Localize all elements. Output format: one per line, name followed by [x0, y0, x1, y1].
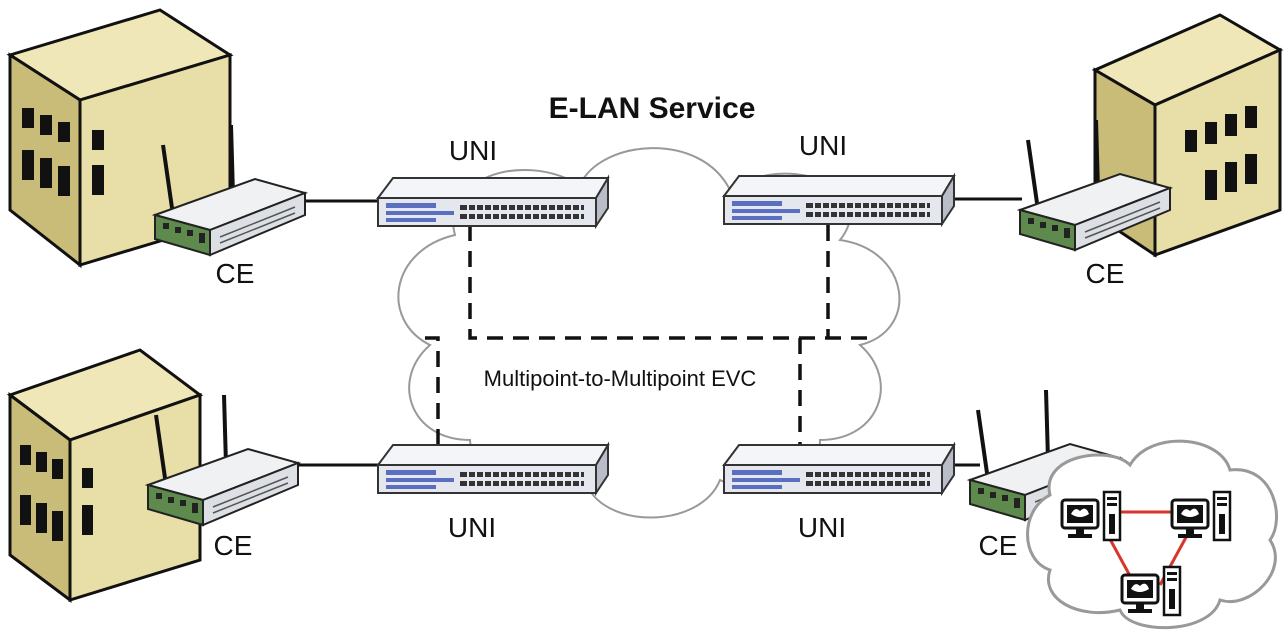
uni-switch-top-right — [723, 175, 955, 225]
uni-switch-bottom-left — [377, 444, 609, 494]
uni-label-top-right: UNI — [799, 130, 847, 161]
provider-cloud — [397, 147, 901, 519]
uni-label-bottom-right: UNI — [798, 512, 846, 543]
ce-label-bottom-left: CE — [214, 530, 253, 561]
building-top-left — [6, 8, 234, 269]
evc-path — [425, 225, 868, 445]
ce-label-top-left: CE — [216, 258, 255, 289]
building-bottom-left — [6, 348, 204, 603]
evc-label: Multipoint-to-Multipoint EVC — [484, 366, 757, 391]
uni-switch-top-left — [377, 177, 609, 227]
uni-switch-bottom-right — [723, 444, 955, 494]
diagram-title: E-LAN Service — [549, 92, 756, 125]
lan-cloud — [1026, 439, 1278, 630]
uni-label-bottom-left: UNI — [448, 512, 496, 543]
ce-label-bottom-right: CE — [979, 530, 1018, 561]
uni-label-top-left: UNI — [449, 135, 497, 166]
ce-label-top-right: CE — [1086, 258, 1125, 289]
